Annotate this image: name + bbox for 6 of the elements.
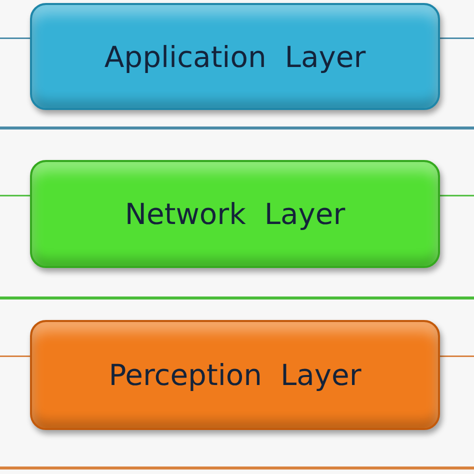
layer-label: Application Layer (104, 40, 366, 74)
layer-box (30, 3, 440, 110)
layer-box (30, 320, 440, 430)
layer-box (30, 160, 440, 268)
layer-label: Network Layer (124, 197, 346, 231)
layer-label: Perception Layer (108, 358, 362, 392)
